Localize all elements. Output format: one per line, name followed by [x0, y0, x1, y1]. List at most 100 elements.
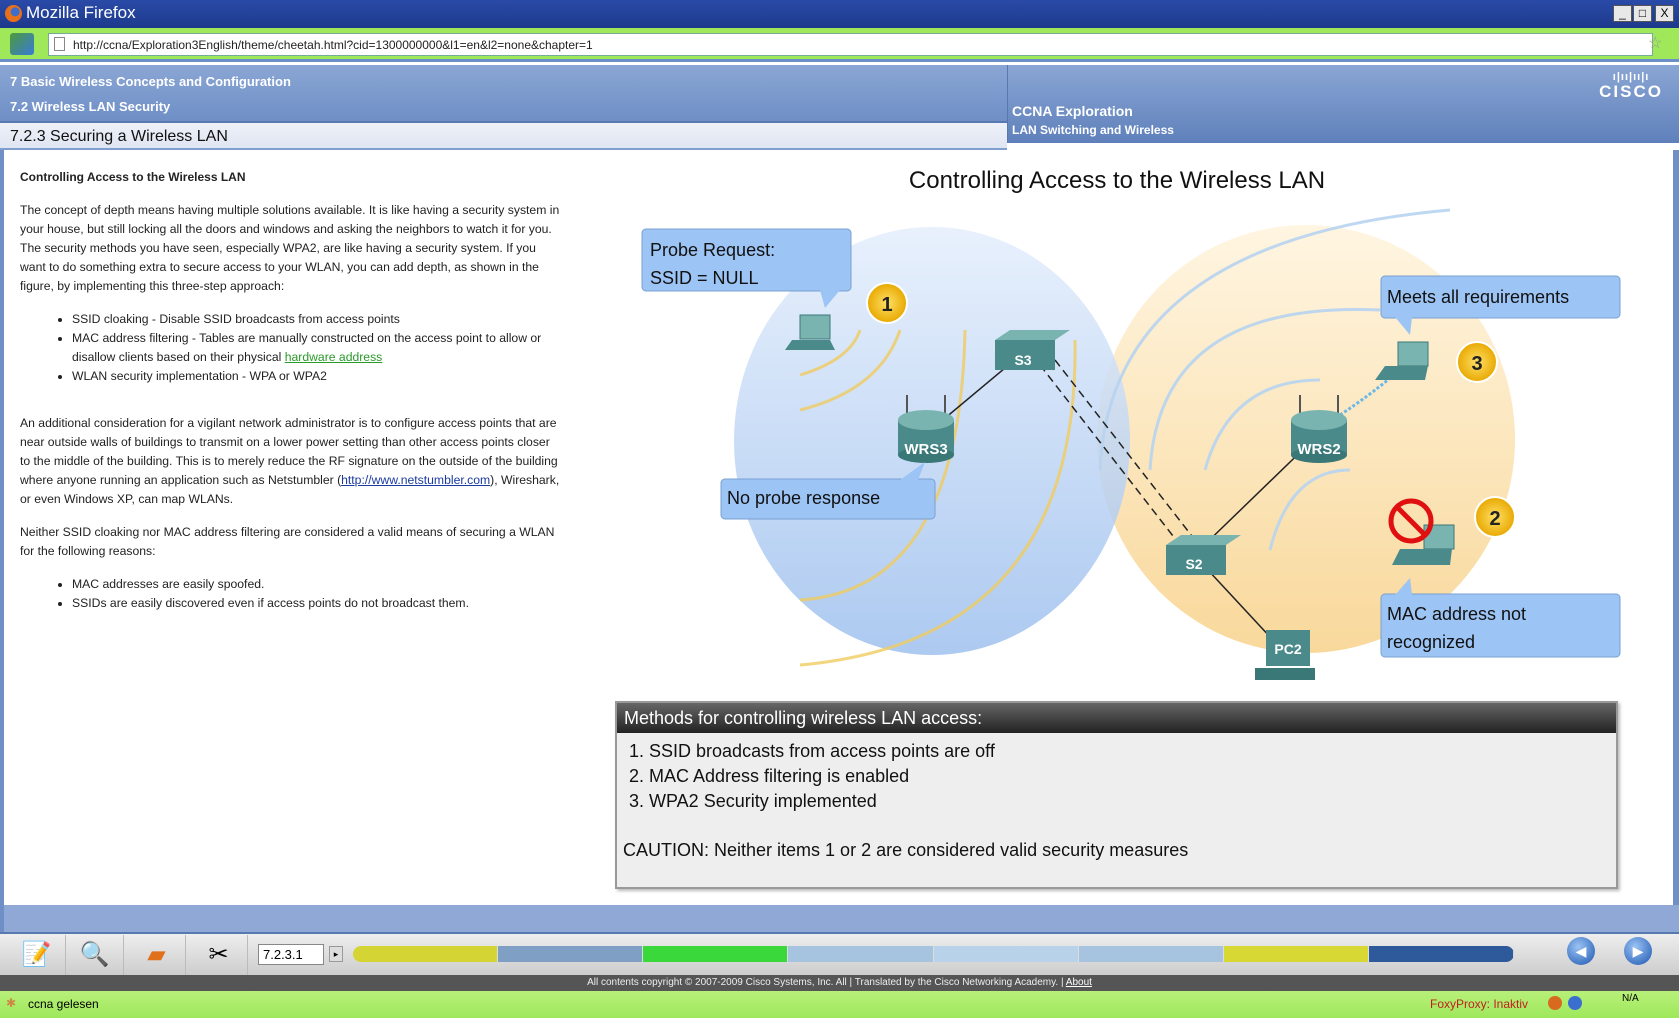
firefox-icon: [5, 5, 22, 22]
svg-text:recognized: recognized: [1387, 632, 1475, 652]
svg-text:WRS2: WRS2: [1297, 441, 1340, 458]
methods-box: Methods for controlling wireless LAN acc…: [615, 701, 1618, 889]
list-item: SSID cloaking - Disable SSID broadcasts …: [72, 310, 560, 329]
svg-text:No probe response: No probe response: [727, 488, 880, 508]
paragraph: Neither SSID cloaking nor MAC address fi…: [20, 525, 555, 558]
figure-title: Controlling Access to the Wireless LAN: [909, 167, 1325, 194]
svg-text:S2: S2: [1185, 556, 1202, 572]
svg-text:S3: S3: [1014, 352, 1031, 368]
progress-bar[interactable]: [353, 946, 1514, 962]
progress-segment[interactable]: [353, 946, 499, 962]
bookmark-star-icon[interactable]: ☆: [1648, 35, 1663, 52]
svg-text:MAC address not: MAC address not: [1387, 604, 1526, 624]
url-text: http://ccna/Exploration3English/theme/ch…: [73, 38, 593, 52]
svg-text:Probe Request:: Probe Request:: [650, 240, 775, 260]
svg-text:PC2: PC2: [1274, 641, 1301, 657]
breadcrumb-chapter: 7 Basic Wireless Concepts and Configurat…: [10, 74, 291, 89]
about-link[interactable]: About: [1065, 977, 1092, 988]
window-titlebar: Mozilla Firefox: [0, 0, 1679, 28]
switch-s2: S2: [1166, 535, 1241, 575]
minimize-button[interactable]: _: [1613, 5, 1632, 22]
close-button[interactable]: X: [1655, 5, 1674, 22]
tools-icon[interactable]: ✂: [190, 935, 248, 975]
callout-probe-request: Probe Request: SSID = NULL: [641, 228, 852, 308]
progress-segment[interactable]: [788, 946, 934, 962]
list-item: MAC address filtering - Tables are manua…: [72, 329, 560, 367]
course-subtitle: LAN Switching and Wireless: [1012, 123, 1174, 137]
progress-segment[interactable]: [498, 946, 644, 962]
step-badge-2: 2: [1474, 496, 1516, 538]
paragraph: The concept of depth means having multip…: [20, 203, 560, 293]
svg-text:WRS3: WRS3: [904, 441, 947, 458]
page-title: 7.2.3 Securing a Wireless LAN: [0, 121, 1007, 150]
method-item: 3. WPA2 Security implemented: [629, 791, 877, 811]
method-item: 2. MAC Address filtering is enabled: [629, 766, 910, 786]
search-icon[interactable]: 🔍: [66, 935, 124, 975]
router-wrs2: WRS2: [1291, 395, 1347, 463]
article-heading: Controlling Access to the Wireless LAN: [20, 170, 246, 184]
list-item: WLAN security implementation - WPA or WP…: [72, 367, 560, 386]
status-icon: ✱: [6, 996, 17, 1010]
svg-text:SSID = NULL: SSID = NULL: [650, 268, 759, 288]
previous-page-button[interactable]: ◀: [1567, 937, 1595, 965]
article-text: Controlling Access to the Wireless LAN T…: [20, 168, 560, 627]
router-wrs3: WRS3: [898, 395, 954, 463]
notes-icon[interactable]: 📝: [8, 935, 66, 975]
hardware-address-link[interactable]: hardware address: [284, 350, 383, 364]
svg-text:Meets all requirements: Meets all requirements: [1387, 287, 1569, 307]
na-indicator: N/A: [1622, 993, 1639, 1004]
foxyproxy-status[interactable]: FoxyProxy: Inaktiv: [1430, 997, 1529, 1011]
blocked-icon: [1388, 498, 1434, 544]
methods-title: Methods for controlling wireless LAN acc…: [617, 703, 1616, 733]
bottom-band: [0, 905, 1679, 933]
firefox-addon-icon[interactable]: [1568, 996, 1582, 1010]
callout-meets-requirements: Meets all requirements: [1380, 275, 1621, 335]
svg-text:2: 2: [1489, 508, 1500, 530]
status-bar: ✱ ccna gelesen FoxyProxy: Inaktiv N/A: [0, 991, 1679, 1018]
method-item: 1. SSID broadcasts from access points ar…: [629, 741, 995, 761]
page-icon: [54, 37, 65, 51]
caution-text: CAUTION: Neither items 1 or 2 are consid…: [623, 840, 1189, 860]
step-badge-1: 1: [866, 282, 908, 324]
breadcrumb-section: 7.2 Wireless LAN Security: [10, 99, 171, 114]
approach-list: SSID cloaking - Disable SSID broadcasts …: [72, 310, 560, 386]
svg-text:3: 3: [1471, 353, 1482, 375]
progress-segment[interactable]: [1078, 946, 1224, 962]
url-input[interactable]: http://ccna/Exploration3English/theme/ch…: [48, 33, 1653, 56]
laptop-client-3: [1375, 341, 1429, 380]
window-title: Mozilla Firefox: [26, 3, 136, 22]
maximize-button[interactable]: □: [1633, 5, 1652, 22]
signal-arcs-wrs2: [1098, 208, 1451, 551]
status-text: ccna gelesen: [28, 997, 99, 1011]
netstumbler-link[interactable]: http://www.netstumbler.com: [341, 473, 491, 487]
progress-segment[interactable]: [933, 946, 1079, 962]
callout-no-probe-response: No probe response: [720, 462, 936, 520]
laptop-client-1: [785, 314, 835, 350]
copyright-footer: All contents copyright © 2007-2009 Cisco…: [0, 975, 1679, 991]
wireless-access-diagram: Controlling Access to the Wireless LAN S…: [641, 167, 1621, 680]
course-header: CCNA Exploration LAN Switching and Wirel…: [1007, 65, 1679, 143]
addon-icon[interactable]: [1548, 996, 1562, 1010]
course-title: CCNA Exploration: [1012, 103, 1133, 119]
list-item: SSIDs are easily discovered even if acce…: [72, 594, 560, 613]
reasons-list: MAC addresses are easily spoofed. SSIDs …: [72, 575, 560, 613]
callout-mac-not-recognized: MAC address not recognized: [1380, 578, 1621, 658]
pc2: PC2: [1255, 630, 1315, 680]
progress-segment[interactable]: [1223, 946, 1369, 962]
progress-segment[interactable]: [1368, 946, 1514, 962]
switch-s3: S3: [995, 330, 1070, 370]
signal-arcs-wrs3: [799, 329, 1077, 667]
breadcrumb-header: 7 Basic Wireless Concepts and Configurat…: [0, 65, 1007, 121]
wireless-link: [1339, 376, 1391, 417]
glossary-book-icon[interactable]: ▰: [128, 935, 186, 975]
step-badge-3: 3: [1456, 341, 1498, 383]
progress-segment[interactable]: [643, 946, 789, 962]
list-item: MAC addresses are easily spoofed.: [72, 575, 560, 594]
paragraph: An additional consideration for a vigila…: [20, 416, 560, 506]
svg-text:1: 1: [881, 294, 892, 316]
page-number-input[interactable]: 7.2.3.1: [258, 944, 324, 965]
go-page-button[interactable]: ▸: [329, 946, 343, 962]
next-page-button[interactable]: ▶: [1624, 937, 1652, 965]
ie-tab-icon[interactable]: [10, 33, 34, 55]
